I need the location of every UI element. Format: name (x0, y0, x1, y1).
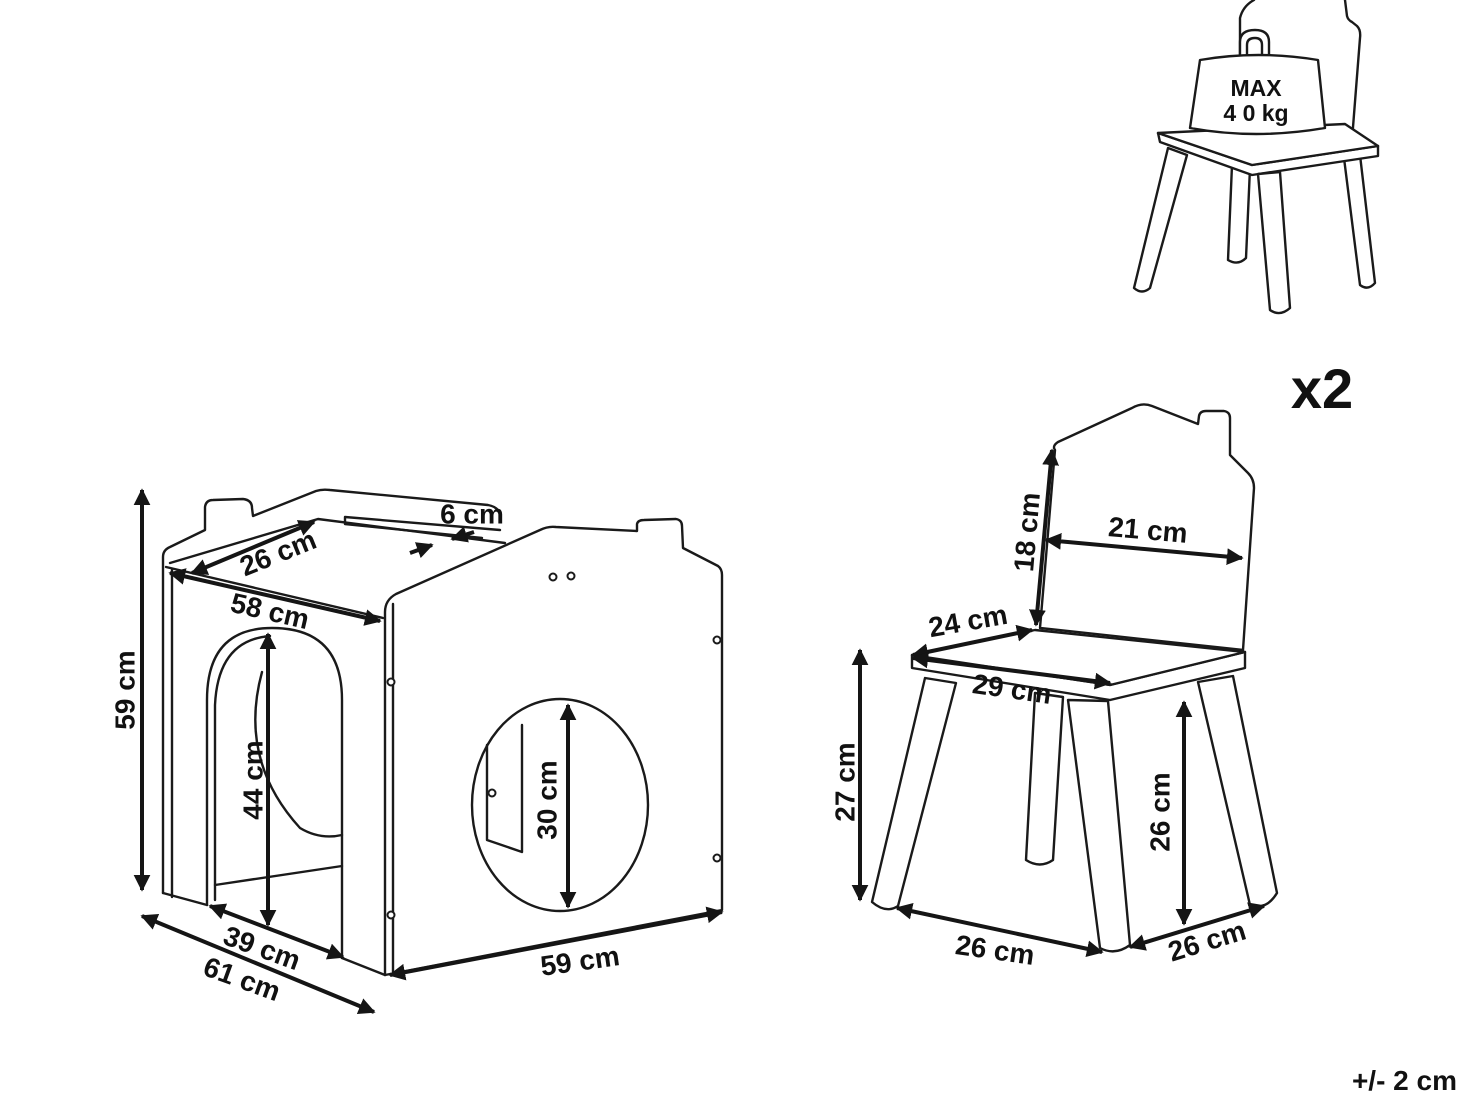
chair-backrest (1038, 403, 1256, 652)
dim-line-back-gap-left (409, 542, 434, 559)
dim-label-back-gap: 6 cm (440, 499, 504, 530)
chair-leg-back-left (1024, 691, 1065, 866)
table-arch-see-through-curve (254, 670, 344, 838)
dim-label-back-height: 18 cm (1008, 491, 1046, 573)
dim-label-seat-height: 27 cm (830, 742, 861, 821)
chair-leg-front-left (870, 676, 958, 911)
dim-label-back-width: 21 cm (1107, 511, 1189, 549)
chair-quantity: x2 (1291, 357, 1353, 420)
table-arch-opening (205, 626, 344, 960)
tolerance-note: +/- 2 cm (1352, 1065, 1457, 1095)
max-load-label: MAX (1230, 75, 1282, 101)
dim-label-hole-diameter: 30 cm (532, 760, 563, 839)
chair-leg-back-right (1196, 674, 1279, 908)
dim-line-seat-depth (911, 624, 1034, 661)
weight-icon (1188, 53, 1327, 136)
dim-label-leg-height: 26 cm (1145, 772, 1176, 851)
screw (712, 635, 722, 645)
small-chair-leg-front (1256, 170, 1292, 315)
dim-line-table-depth (140, 914, 376, 1014)
small-chair-illustration: MAX 4 0 kg (1132, 0, 1380, 315)
chair-leg-front-right (1066, 698, 1132, 953)
small-chair-leg-right (1342, 153, 1377, 289)
dim-line-table-top-depth (190, 520, 316, 575)
table-right-panel (383, 517, 724, 977)
small-chair-leg-left (1132, 146, 1189, 293)
dim-line-table-top-length (168, 568, 382, 626)
dim-line-table-width (388, 906, 724, 981)
dim-line-back-gap-right (450, 526, 475, 543)
table-left-panel (161, 488, 502, 895)
screw (487, 788, 497, 798)
screw (548, 572, 558, 582)
screw (386, 910, 396, 920)
table-hole-inner-view (485, 723, 524, 854)
chair-illustration (870, 403, 1279, 953)
screw (712, 853, 722, 863)
screw (566, 571, 576, 581)
dim-label-arch-height: 44 cm (238, 740, 269, 819)
dim-label-table-height: 59 cm (110, 650, 141, 729)
dim-line-back-height (1029, 448, 1059, 627)
table-arch-floor-line (213, 864, 344, 887)
dim-line-base-depth (1128, 902, 1266, 951)
dim-line-back-width (1044, 533, 1244, 565)
dim-line-seat-width (911, 651, 1112, 690)
table-arch-inner-edge (213, 634, 272, 902)
small-chair-backrest (1238, 0, 1256, 127)
small-chair-backrest-right-edge (1343, 0, 1362, 142)
dim-label-table-top-depth: 26 cm (235, 524, 320, 582)
screw (386, 677, 396, 687)
max-load-value: 4 0 kg (1223, 100, 1288, 126)
dim-line-base-width (895, 902, 1104, 958)
small-chair-leg-back (1226, 163, 1252, 264)
